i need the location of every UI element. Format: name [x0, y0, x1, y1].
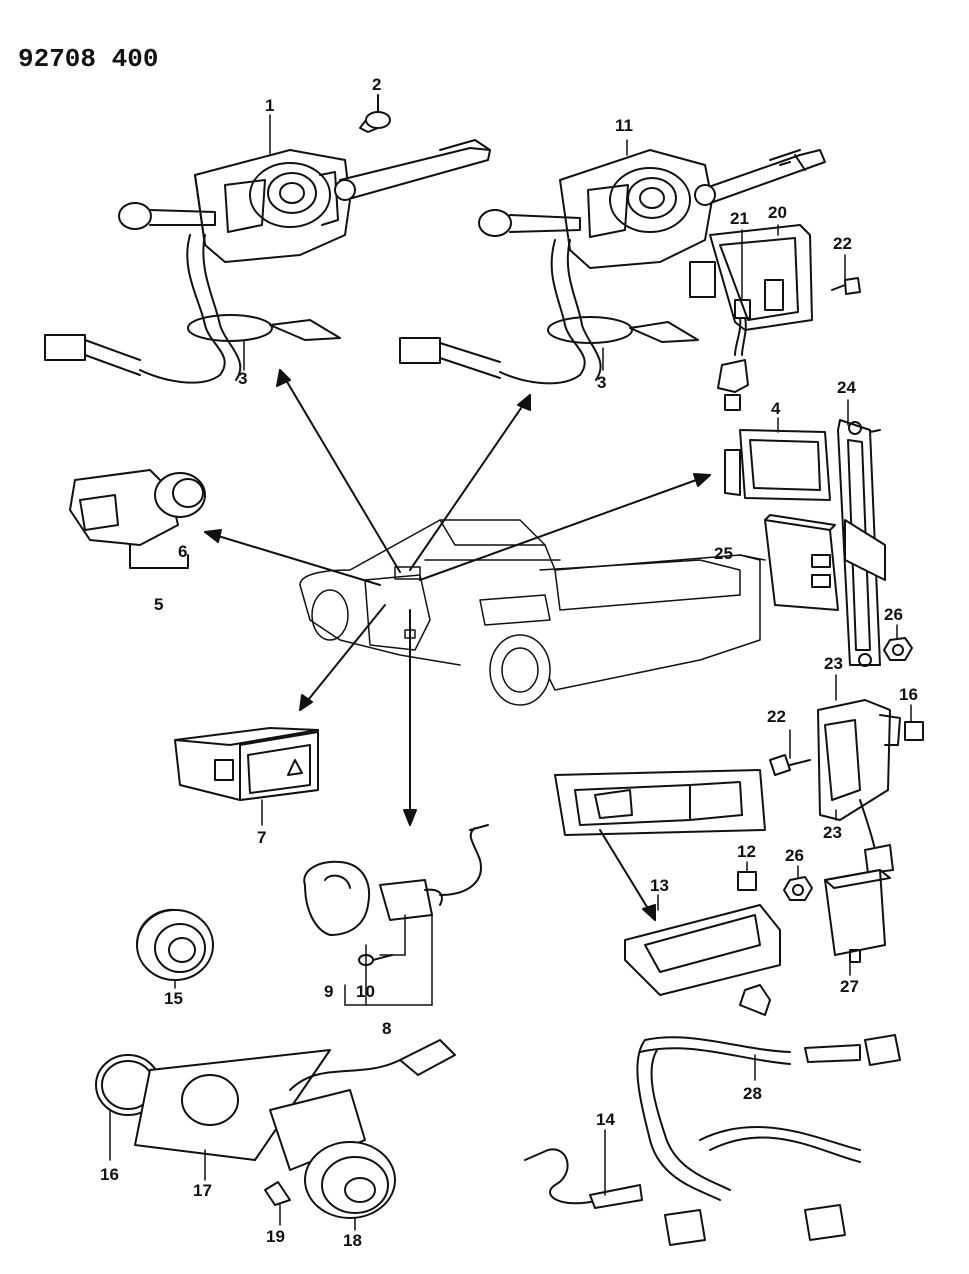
callout-12: 12 — [737, 842, 756, 861]
callout-18: 18 — [343, 1231, 362, 1250]
callout-4: 4 — [771, 399, 781, 418]
callout-26-upper: 26 — [884, 605, 903, 624]
bracket-lines-8 — [345, 915, 432, 1005]
callout-27: 27 — [840, 977, 859, 996]
module-20 — [690, 225, 812, 410]
callout-19: 19 — [266, 1227, 285, 1246]
callout-6: 6 — [178, 542, 188, 561]
control-unit-13 — [555, 770, 780, 1015]
callout-21: 21 — [730, 209, 749, 228]
callout-16-left: 16 — [100, 1165, 119, 1184]
callout-23-upper: 23 — [824, 654, 843, 673]
combination-switch-1 — [45, 140, 490, 383]
callout-22-lower: 22 — [767, 707, 786, 726]
callout-1: 1 — [265, 96, 275, 115]
callout-15: 15 — [164, 989, 183, 1008]
assembly-8 — [304, 825, 488, 965]
combination-switch-11 — [400, 150, 825, 383]
leader-lines — [110, 115, 911, 1230]
callout-14: 14 — [596, 1110, 615, 1129]
document-number: 92708 400 — [18, 44, 159, 74]
callout-7: 7 — [257, 828, 267, 847]
wiring-harness-28 — [637, 1035, 900, 1245]
callout-25: 25 — [714, 544, 733, 563]
hazard-switch-7 — [175, 728, 318, 800]
callout-3-right: 3 — [597, 373, 607, 392]
pointer-arrows — [205, 370, 710, 825]
callout-28: 28 — [743, 1084, 762, 1103]
switch-4 — [725, 430, 830, 500]
callout-5: 5 — [154, 595, 164, 614]
callout-17: 17 — [193, 1181, 212, 1200]
switch-23 — [818, 700, 900, 873]
callout-11: 11 — [615, 116, 633, 135]
bracket-24 — [838, 420, 885, 666]
sensor-14 — [525, 1149, 642, 1208]
knob-15 — [137, 910, 213, 980]
relay-25 — [765, 515, 838, 610]
callout-26-lower: 26 — [785, 846, 804, 865]
screw-2 — [360, 112, 390, 132]
truck-illustration — [300, 520, 760, 705]
callout-13: 13 — [650, 876, 669, 895]
callout-22-upper: 22 — [833, 234, 852, 253]
callout-2: 2 — [372, 75, 382, 94]
callout-9: 9 — [324, 982, 334, 1001]
callout-3-left: 3 — [238, 369, 248, 388]
switch-5 — [70, 470, 205, 568]
callout-8: 8 — [382, 1019, 392, 1038]
cigar-lighter-assembly — [96, 1040, 455, 1218]
callout-16-right: 16 — [899, 685, 918, 704]
callout-24: 24 — [837, 378, 856, 397]
callout-20: 20 — [768, 203, 787, 222]
callout-10: 10 — [356, 982, 375, 1001]
callout-23-lower: 23 — [823, 823, 842, 842]
